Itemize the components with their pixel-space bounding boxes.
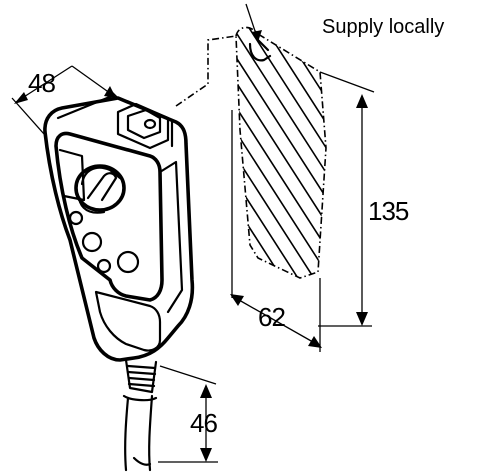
pendant-controller	[43, 94, 195, 472]
supply-locally-caption: Supply locally	[322, 16, 445, 38]
dimension-label-48: 48	[28, 68, 56, 98]
dimension-62	[230, 110, 322, 352]
dimension-46	[158, 365, 218, 463]
dimension-label-46: 46	[190, 408, 218, 438]
dimension-48	[11, 65, 119, 135]
cable-gland	[122, 358, 158, 402]
dimension-label-135: 135	[368, 196, 409, 226]
dimension-135	[318, 71, 375, 327]
mounting-plate	[175, 3, 327, 279]
selector-knob	[74, 164, 126, 214]
dimension-label-62: 62	[258, 302, 286, 332]
cable	[124, 394, 154, 472]
